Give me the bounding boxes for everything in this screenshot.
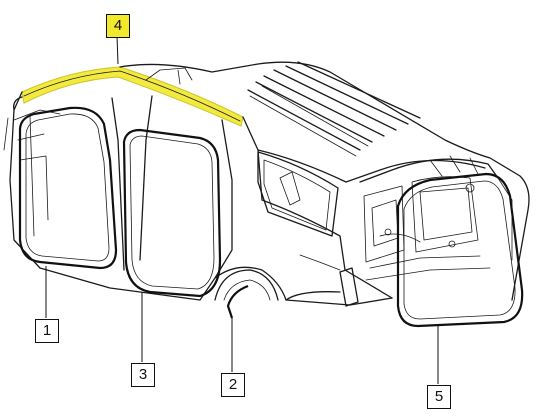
liftgate-seal xyxy=(396,172,524,328)
wheel-opening-seal xyxy=(226,284,249,319)
callout-1-front-door-seal: 1 xyxy=(35,319,59,343)
callout-3-rear-door-seal: 3 xyxy=(131,363,155,387)
leader-lines xyxy=(45,35,439,384)
front-door-seal xyxy=(18,106,118,270)
callout-2-wheel-opening-seal: 2 xyxy=(221,373,245,397)
callout-4-roof-rail-seal: 4 xyxy=(106,14,130,38)
front-inner-structure xyxy=(3,67,193,237)
body-shell xyxy=(9,61,530,307)
roof-ribs xyxy=(247,61,421,157)
callout-5-liftgate-seal: 5 xyxy=(427,385,451,409)
roof-rail-seal-highlight xyxy=(21,66,244,127)
rear-door-seal xyxy=(122,128,222,298)
